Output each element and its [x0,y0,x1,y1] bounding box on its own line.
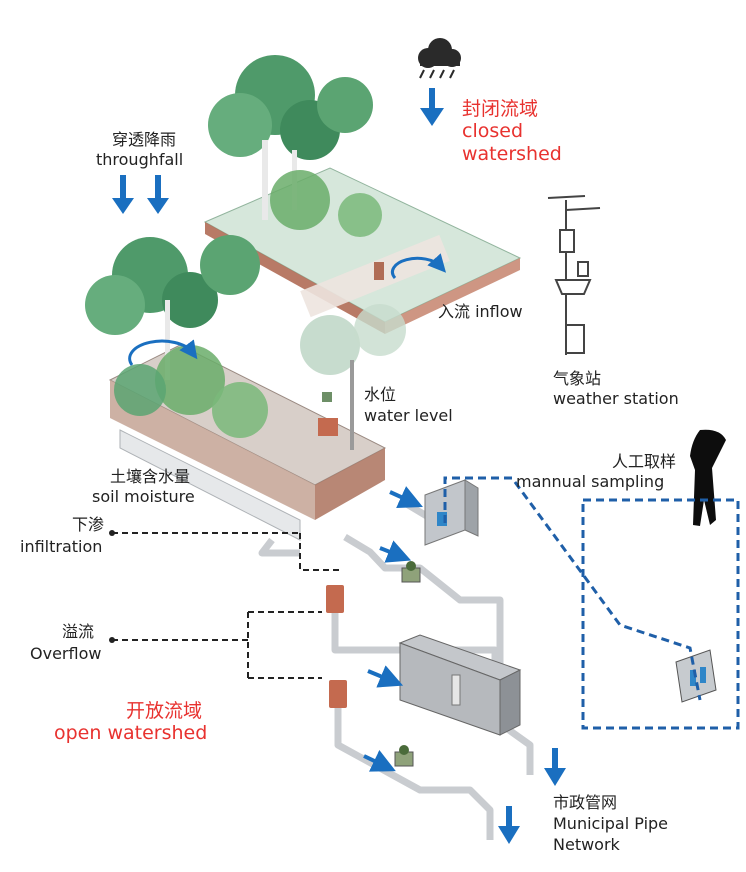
leader-dot [109,637,115,643]
infiltration-label-cn: 下渗 [72,515,105,534]
overflow-label-cn: 溢流 [62,622,95,641]
soil-moisture-label-cn: 土壤含水量 [110,467,191,486]
throughfall-label-cn: 穿透降雨 [112,130,177,149]
tree-icon [85,235,268,438]
overflow-label-en: Overflow [30,644,102,663]
rain-cloud-icon [418,38,461,79]
throughfall-label-en: throughfall [96,150,184,169]
leader-lines [112,532,340,679]
sensor-box-icon [424,479,479,546]
water-level-label-cn: 水位 [364,385,397,404]
closed-watershed-label-en-1: closed [462,120,523,142]
soil-cycle-arrow [128,339,198,366]
flow-arrows [363,486,423,772]
weather-station-icon [547,195,601,355]
weather-station-label-en: weather station [553,389,679,408]
tree-icon [208,55,382,237]
pipe-cap-orange [326,585,347,708]
leader-dot [109,530,115,536]
throughfall-arrows [112,175,169,214]
rain-arrow-icon [420,88,444,126]
soil-moisture-label-en: soil moisture [92,487,195,506]
person-silhouette-icon [690,429,726,526]
municipal-label-en-2: Network [553,835,620,854]
sampling-label-cn: 人工取样 [612,452,677,471]
open-watershed-label-en: open watershed [54,722,208,744]
weather-station-label-cn: 气象站 [553,369,602,388]
outflow-arrows [498,748,566,844]
flow-meter-icon [394,745,414,767]
closed-watershed-label-en-2: watershed [462,143,562,165]
closed-watershed-label-cn: 封闭流域 [462,98,539,120]
sampling-dashed-path [443,476,740,730]
tree-icon [300,304,406,450]
infiltration-label-en: infiltration [20,537,103,556]
water-level-label-en: water level [364,406,453,425]
municipal-label-en-1: Municipal Pipe [553,814,669,833]
flow-meter-icon [401,561,421,583]
municipal-label-cn: 市政管网 [553,793,618,812]
inflow-cycle-arrow [390,253,447,279]
inflow-label: 入流 inflow [438,302,523,321]
open-watershed-label-cn: 开放流域 [126,700,203,722]
sampling-label-en: mannual sampling [516,472,665,491]
